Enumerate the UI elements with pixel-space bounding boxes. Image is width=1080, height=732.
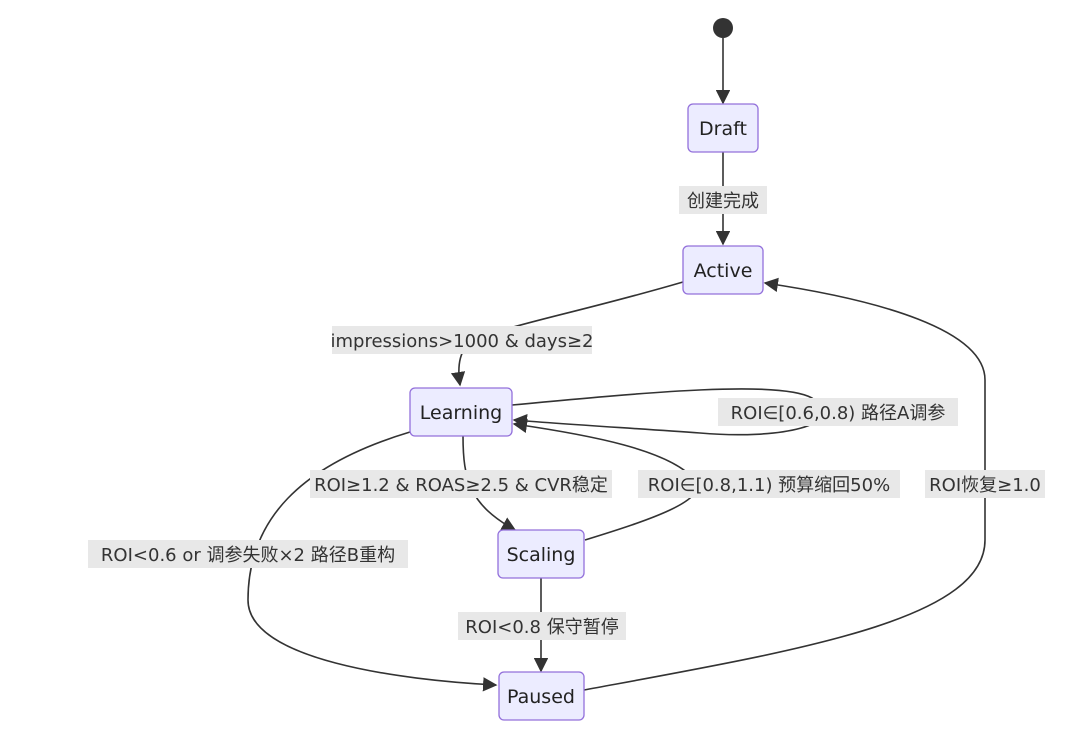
state-label: Learning bbox=[420, 402, 503, 424]
edge-label-learning-scaling: ROI≥1.2 & ROAS≥2.5 & CVR稳定 bbox=[310, 470, 612, 498]
edge-label-scaling-learning: ROI∈[0.8,1.1) 预算缩回50% bbox=[638, 470, 900, 498]
edge-label-text: ROI<0.6 or 调参失败×2 路径B重构 bbox=[101, 545, 395, 566]
edge-label-text: ROI≥1.2 & ROAS≥2.5 & CVR稳定 bbox=[314, 475, 608, 496]
state-label: Active bbox=[694, 260, 753, 282]
state-label: Scaling bbox=[507, 544, 576, 566]
edge-label-text: 创建完成 bbox=[687, 191, 759, 212]
state-active[interactable]: Active bbox=[682, 245, 764, 295]
edge-labels: 创建完成 impressions>1000 & days≥2 ROI∈[0.6,… bbox=[88, 186, 1045, 640]
edge-paused-active bbox=[583, 277, 986, 691]
state-paused[interactable]: Paused bbox=[498, 671, 585, 721]
edge-label-text: impressions>1000 & days≥2 bbox=[331, 331, 594, 352]
state-draft[interactable]: Draft bbox=[687, 103, 759, 153]
start-node bbox=[713, 18, 733, 38]
state-label: Paused bbox=[507, 686, 575, 708]
edge-label-scaling-paused: ROI<0.8 保守暂停 bbox=[458, 612, 626, 640]
edge-label-text: ROI∈[0.8,1.1) 预算缩回50% bbox=[648, 475, 890, 496]
transition-edges bbox=[247, 38, 986, 692]
edge-label-paused-active: ROI恢复≥1.0 bbox=[925, 470, 1045, 498]
state-learning[interactable]: Learning bbox=[409, 387, 513, 437]
state-label: Draft bbox=[699, 118, 747, 140]
edge-label-text: ROI<0.8 保守暂停 bbox=[465, 617, 618, 638]
edge-label-text: ROI恢复≥1.0 bbox=[929, 475, 1041, 496]
edge-label-learning-paused: ROI<0.6 or 调参失败×2 路径B重构 bbox=[88, 540, 408, 568]
edge-label-active-learning: impressions>1000 & days≥2 bbox=[331, 326, 594, 354]
state-scaling[interactable]: Scaling bbox=[497, 529, 585, 579]
edge-label-text: ROI∈[0.6,0.8) 路径A调参 bbox=[731, 403, 946, 424]
edge-label-draft-active: 创建完成 bbox=[679, 186, 767, 214]
edge-label-learning-self: ROI∈[0.6,0.8) 路径A调参 bbox=[718, 398, 958, 426]
